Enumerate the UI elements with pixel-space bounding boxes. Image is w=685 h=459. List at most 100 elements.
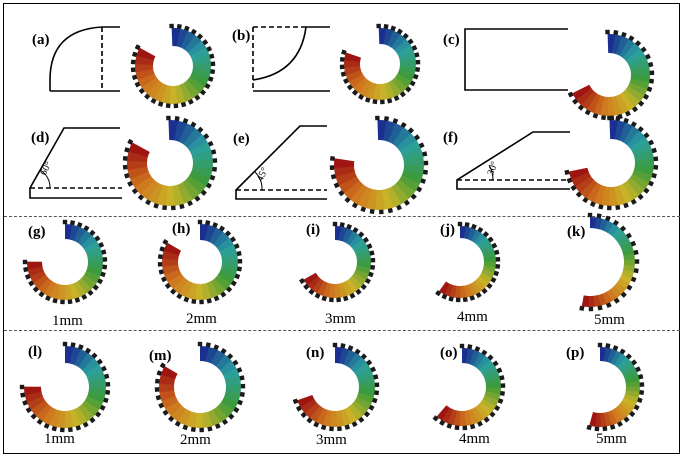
- actuator-tooth: [579, 305, 585, 311]
- actuator-segment: [483, 370, 500, 381]
- actuator-segment: [220, 265, 238, 277]
- actuator-segment: [187, 134, 208, 152]
- actuator-c: [567, 29, 655, 121]
- actuator-tooth: [100, 271, 106, 278]
- actuator-tooth: [67, 299, 73, 305]
- actuator-tooth: [299, 277, 306, 285]
- actuator-tooth: [131, 188, 138, 195]
- actuator-tooth: [62, 341, 68, 347]
- actuator-tooth: [339, 64, 345, 70]
- actuator-segment: [624, 375, 640, 384]
- actuator-tooth: [364, 97, 371, 103]
- actuator-tooth: [51, 425, 57, 432]
- actuator-tooth: [45, 295, 51, 302]
- actuator-tooth: [19, 384, 25, 390]
- actuator-tooth: [190, 121, 197, 128]
- actuator-segment: [355, 249, 371, 259]
- actuator-segment: [611, 227, 624, 240]
- actuator-segment: [401, 170, 423, 185]
- actuator-tooth: [396, 28, 403, 35]
- actuator-tooth: [615, 116, 621, 122]
- actuator-segment: [129, 171, 152, 188]
- actuator-tooth: [351, 202, 358, 209]
- actuator-segment: [594, 217, 603, 230]
- actuator-tooth: [157, 254, 163, 260]
- actuator-tooth: [103, 373, 110, 379]
- actuator-tooth: [207, 140, 214, 147]
- actuator-tooth: [616, 420, 623, 427]
- actuator-tooth: [165, 103, 171, 109]
- actuator-tooth: [236, 250, 242, 257]
- actuator-tooth: [439, 419, 446, 426]
- actuator-tooth: [372, 99, 378, 105]
- actuator-tooth: [358, 416, 365, 423]
- actuator-segment: [355, 265, 371, 275]
- actuator-tooth: [489, 411, 496, 418]
- actuator-segment: [162, 250, 180, 261]
- actuator-tooth: [308, 288, 315, 295]
- actuator-tooth: [393, 95, 400, 102]
- panel-label-e: (e): [233, 131, 250, 147]
- actuator-tooth: [134, 44, 141, 51]
- actuator-segment: [35, 403, 52, 422]
- actuator-tooth: [332, 342, 338, 348]
- actuator-segment: [342, 228, 354, 244]
- actuator-segment: [349, 184, 368, 205]
- actuator-tooth: [605, 29, 610, 35]
- actuator-tooth: [396, 204, 402, 211]
- actuator-tooth: [159, 246, 165, 252]
- actuator-tooth: [628, 35, 635, 42]
- actuator-tooth: [213, 295, 220, 302]
- actuator-segment: [353, 77, 369, 94]
- actuator-segment: [572, 84, 592, 100]
- actuator-segment: [346, 230, 359, 246]
- actuator-segment: [354, 396, 372, 411]
- actuator-segment: [397, 45, 415, 58]
- panel-label-a: (a): [32, 32, 50, 48]
- actuator-segment: [87, 254, 103, 263]
- actuator-tooth: [635, 366, 641, 373]
- actuator-tooth: [328, 297, 334, 303]
- actuator-segment: [180, 31, 196, 50]
- actuator-segment: [392, 127, 411, 148]
- actuator-tooth: [20, 392, 26, 398]
- actuator-tooth: [295, 405, 302, 412]
- actuator-segment: [50, 283, 61, 300]
- actuator-tooth: [469, 423, 476, 430]
- actuator-segment: [77, 230, 93, 246]
- actuator-tooth: [623, 416, 630, 423]
- actuator-tooth: [212, 158, 218, 163]
- actuator-segment: [344, 65, 362, 76]
- actuator-segment: [623, 259, 635, 267]
- actuator-segment: [354, 244, 369, 255]
- actuator-tooth: [203, 133, 210, 140]
- actuator-segment: [350, 357, 367, 373]
- actuator-segment: [213, 231, 230, 249]
- actuator-segment: [201, 411, 213, 428]
- actuator-tooth: [637, 193, 644, 200]
- actuator-tooth: [205, 182, 212, 189]
- actuator-tooth: [234, 273, 241, 280]
- actuator-segment: [172, 184, 185, 206]
- actuator-tooth: [329, 165, 335, 170]
- actuator-segment: [215, 354, 232, 371]
- actuator-segment: [482, 265, 496, 274]
- actuator-tooth: [411, 44, 418, 51]
- actuator-segment: [485, 387, 501, 395]
- row-separator-2: [4, 330, 680, 331]
- actuator-segment: [356, 368, 374, 381]
- actuator-tooth: [482, 231, 490, 238]
- actuator-tooth: [212, 166, 218, 172]
- actuator-segment: [311, 278, 324, 294]
- actuator-tooth: [446, 423, 453, 429]
- actuator-tooth: [454, 425, 460, 431]
- actuator-segment: [29, 270, 46, 284]
- actuator-tooth: [607, 205, 612, 211]
- actuator-tooth: [651, 147, 657, 154]
- actuator-tooth: [229, 236, 237, 243]
- actuator-segment: [593, 95, 605, 116]
- actuator-segment: [183, 80, 200, 99]
- actuator-segment: [399, 59, 416, 68]
- actuator-tooth: [94, 235, 101, 242]
- actuator-segment: [201, 282, 212, 300]
